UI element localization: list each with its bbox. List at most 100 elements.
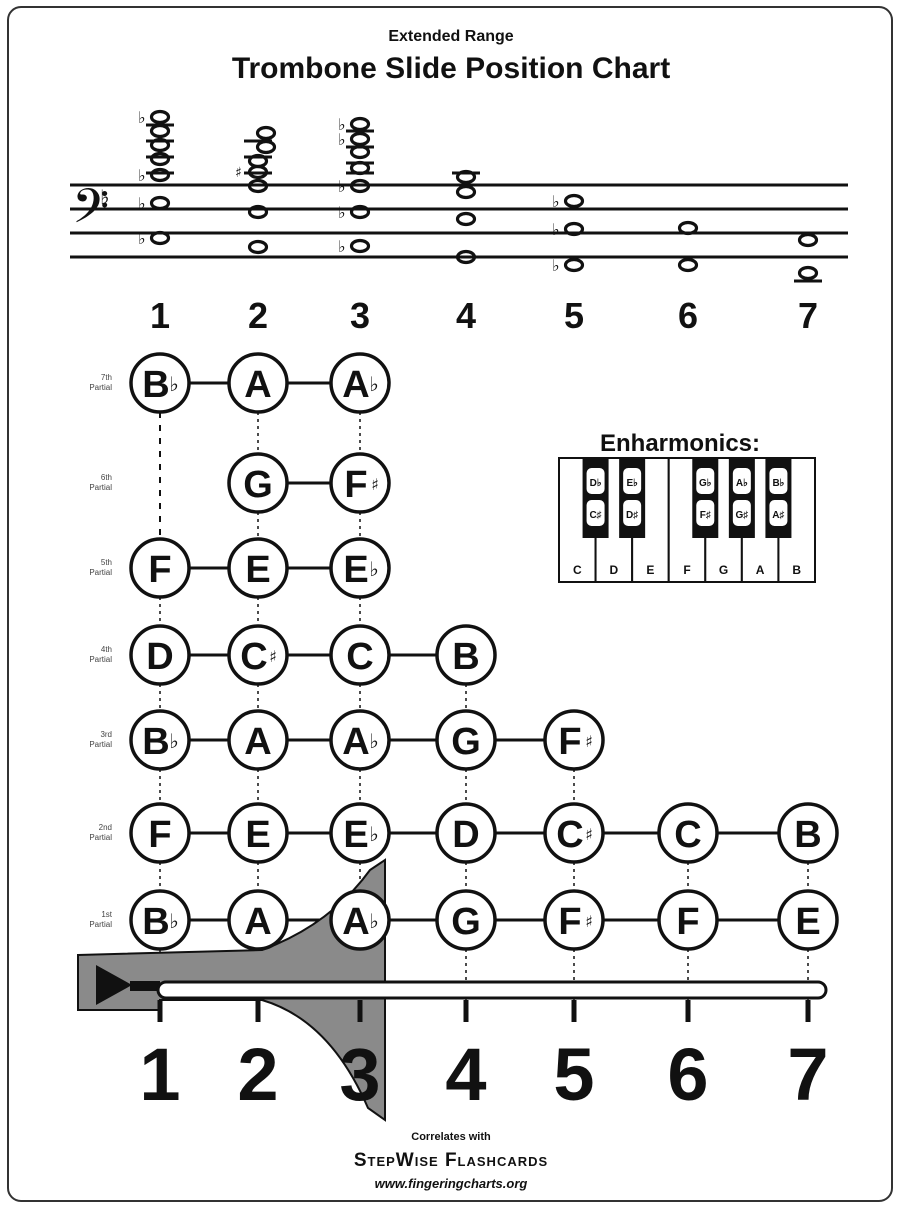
note-letter: A [342, 901, 369, 943]
position-number: 4 [456, 295, 476, 336]
flat-icon: ♭ [138, 194, 146, 213]
whole-note-icon [152, 112, 169, 123]
partial-label: 6th [101, 473, 112, 482]
note-letter: G [451, 901, 481, 943]
position-number: 1 [150, 295, 170, 336]
position-numbers-upper: 1234567 [150, 295, 818, 336]
note-letter: E [245, 814, 270, 856]
slide-position-number: 7 [787, 1033, 828, 1116]
flat-icon: ♭ [169, 372, 178, 396]
note-letter: B [142, 364, 169, 406]
white-key-label: A [756, 563, 765, 577]
partial-label: Partial [89, 740, 112, 749]
white-key-label: G [719, 563, 728, 577]
partial-label: 7th [101, 373, 112, 382]
flat-icon: ♭ [369, 557, 378, 581]
note-letter: E [343, 814, 368, 856]
note-circle-f-sharp: F♯ [331, 454, 389, 512]
mouthpiece-shank [130, 981, 160, 991]
position-number: 5 [564, 295, 584, 336]
partial-label: Partial [89, 920, 112, 929]
flat-icon: ♭ [552, 192, 560, 211]
enharmonics-title: Enharmonics: [560, 430, 800, 458]
staff-position-5: ♭♭♭ [552, 192, 583, 275]
note-circle-a: A [229, 711, 287, 769]
note-letter: C [240, 636, 267, 678]
note-letter: D [146, 636, 173, 678]
note-letter: F [558, 721, 581, 763]
enharmonics-keyboard: CDEFGABD♭C♯E♭D♯G♭F♯A♭G♯B♭A♯ [559, 458, 815, 582]
bass-staff: 𝄢♭♭♭♭♭♯♭♭♭♭♭♭♭♭ [70, 108, 848, 281]
whole-note-icon [258, 128, 275, 139]
footer-url: www.fingeringcharts.org [0, 1176, 902, 1191]
note-circle-f: F [131, 539, 189, 597]
note-circle-b: B [437, 626, 495, 684]
note-circle-e: E [229, 804, 287, 862]
note-letter: C [346, 636, 373, 678]
note-letter: F [676, 901, 699, 943]
black-key-top-label: D♭ [590, 478, 602, 489]
note-circle-c-sharp: C♯ [545, 804, 603, 862]
note-letter: A [244, 364, 271, 406]
note-letter: E [245, 549, 270, 591]
black-key-top-label: A♭ [736, 478, 748, 489]
flat-icon: ♭ [338, 177, 346, 196]
whole-note-icon [152, 198, 169, 209]
note-circle-d: D [437, 804, 495, 862]
note-letter: E [795, 901, 820, 943]
slide-position-number: 6 [667, 1033, 708, 1116]
partial-label: 4th [101, 645, 112, 654]
footer-correlates: Correlates with [0, 1131, 902, 1143]
whole-note-icon [458, 214, 475, 225]
note-letter: B [452, 636, 479, 678]
partial-label: 2nd [99, 823, 112, 832]
note-circle-b: B [779, 804, 837, 862]
note-circle-f-sharp: F♯ [545, 891, 603, 949]
position-number: 7 [798, 295, 818, 336]
slide-position-number: 1 [139, 1033, 180, 1116]
flat-icon: ♭ [338, 203, 346, 222]
slide-position-number: 5 [553, 1033, 594, 1116]
note-circle-a: A [229, 354, 287, 412]
black-key-bottom-label: C♯ [589, 510, 601, 521]
note-circle-c-sharp: C♯ [229, 626, 287, 684]
white-key-label: E [646, 563, 654, 577]
whole-note-icon [152, 170, 169, 181]
whole-note-icon [152, 154, 169, 165]
note-circle-f: F [131, 804, 189, 862]
whole-note-icon [352, 134, 369, 145]
note-circle-a-flat: A♭ [331, 354, 389, 412]
whole-note-icon [152, 126, 169, 137]
note-letter: A [244, 901, 271, 943]
partial-label: Partial [89, 383, 112, 392]
flat-icon: ♭ [138, 166, 146, 185]
partial-label: Partial [89, 655, 112, 664]
flat-icon: ♭ [138, 229, 146, 248]
note-letter: F [148, 814, 171, 856]
flat-icon: ♭ [169, 729, 178, 753]
white-key-label: F [683, 563, 690, 577]
staff-position-6 [680, 223, 697, 271]
flat-icon: ♭ [552, 256, 560, 275]
flat-icon: ♭ [338, 130, 346, 149]
partial-label: 1st [101, 910, 112, 919]
note-circle-b-flat: B♭ [131, 354, 189, 412]
partial-label: Partial [89, 568, 112, 577]
note-circle-a-flat: A♭ [331, 711, 389, 769]
note-letter: C [674, 814, 701, 856]
black-key-top-label: G♭ [699, 478, 712, 489]
note-circle-f-sharp: F♯ [545, 711, 603, 769]
note-circle-f: F [659, 891, 717, 949]
note-letter: G [243, 464, 273, 506]
partial-label: 5th [101, 558, 112, 567]
note-circle-g: G [437, 711, 495, 769]
partial-labels: 7thPartial6thPartial5thPartial4thPartial… [89, 373, 112, 929]
flat-icon: ♭ [369, 729, 378, 753]
note-circle-e-flat: E♭ [331, 539, 389, 597]
flat-icon: ♭ [169, 909, 178, 933]
white-key-label: C [573, 563, 582, 577]
footer-brand: StepWise Flashcards [0, 1150, 902, 1172]
slide-position-number: 2 [237, 1033, 278, 1116]
note-letter: A [244, 721, 271, 763]
